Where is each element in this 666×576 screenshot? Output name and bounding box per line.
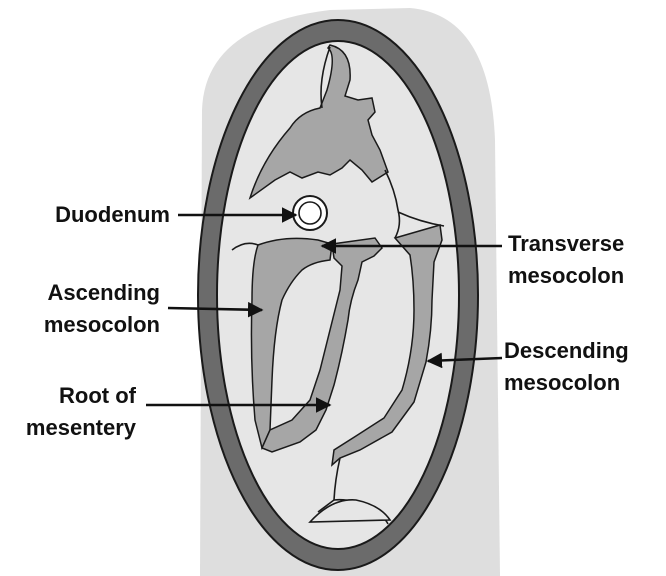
label-ascending-line1: Ascending	[12, 277, 160, 309]
label-ascending-mesocolon: Ascending mesocolon	[12, 277, 160, 341]
label-transverse-line2: mesocolon	[508, 260, 658, 292]
label-descending-line2: mesocolon	[504, 367, 660, 399]
label-descending-line1: Descending	[504, 335, 660, 367]
label-transverse-mesocolon: Transverse mesocolon	[508, 228, 658, 292]
label-duodenum-text: Duodenum	[24, 199, 170, 231]
duodenum-cross-section	[293, 196, 327, 230]
label-transverse-line1: Transverse	[508, 228, 658, 260]
label-root-line2: mesentery	[18, 412, 136, 444]
label-root-of-mesentery: Root of mesentery	[18, 380, 136, 444]
label-root-line1: Root of	[18, 380, 136, 412]
label-ascending-line2: mesocolon	[12, 309, 160, 341]
label-duodenum: Duodenum	[24, 199, 170, 231]
label-descending-mesocolon: Descending mesocolon	[504, 335, 660, 399]
